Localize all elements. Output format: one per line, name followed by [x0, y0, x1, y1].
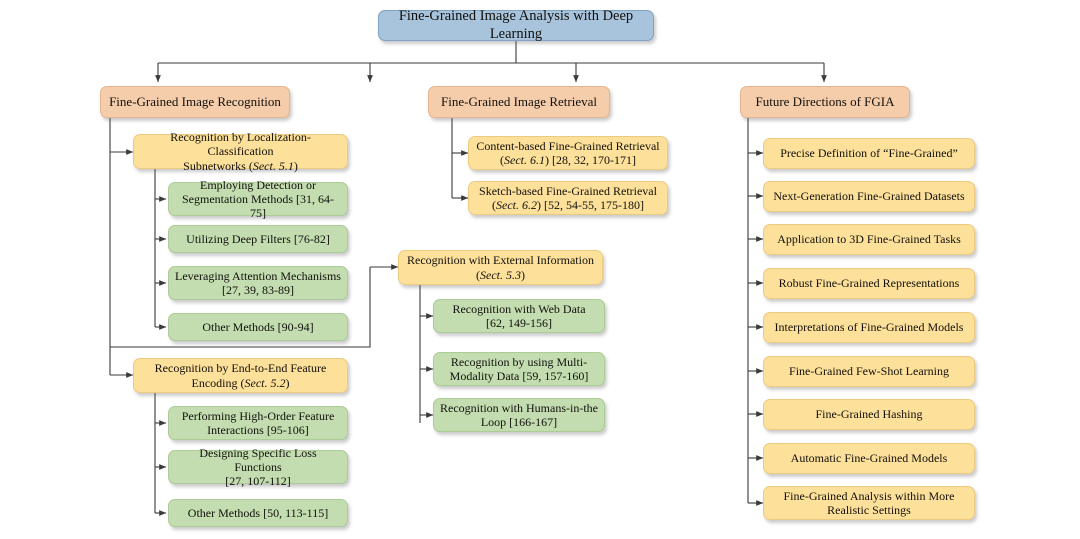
group-localization-classification[interactable]: Recognition by Localization-Classificati…	[133, 130, 348, 173]
leaf-line1: Sketch-based Fine-Grained Retrieval	[479, 183, 657, 198]
leaf-deep-filters[interactable]: Utilizing Deep Filters [76-82]	[168, 225, 348, 253]
leaf-specific-loss-functions[interactable]: Designing Specific Loss Functions [27, 1…	[168, 446, 348, 488]
leaf-line1: Recognition with Web Data	[452, 301, 586, 316]
leaf-line1: Leveraging Attention Mechanisms	[175, 268, 341, 283]
leaf-attention-mechanisms[interactable]: Leveraging Attention Mechanisms [27, 39,…	[168, 266, 348, 300]
group-end-to-end-encoding-line1: Recognition by End-to-End Feature	[154, 361, 327, 376]
branch-retrieval[interactable]: Fine-Grained Image Retrieval	[428, 86, 610, 118]
leaf-line2: Segmentation Methods [31, 64-75]	[182, 191, 334, 221]
leaf-other-methods-50-113-115[interactable]: Other Methods [50, 113-115]	[168, 499, 348, 527]
branch-recognition[interactable]: Fine-Grained Image Recognition	[100, 86, 290, 118]
leaf-line1: Designing Specific Loss Functions	[199, 445, 317, 474]
leaf-next-gen-datasets[interactable]: Next-Generation Fine-Grained Datasets	[763, 181, 975, 212]
leaf-line1: Automatic Fine-Grained Models	[790, 451, 948, 466]
leaf-line1: Employing Detection or	[200, 177, 316, 192]
leaf-line1: Application to 3D Fine-Grained Tasks	[777, 232, 961, 247]
leaf-interpretations[interactable]: Interpretations of Fine-Grained Models	[763, 312, 975, 343]
leaf-line2: Loop [166-167]	[480, 415, 558, 429]
branch-future[interactable]: Future Directions of FGIA	[740, 86, 910, 118]
branch-retrieval-label: Fine-Grained Image Retrieval	[441, 94, 597, 110]
leaf-line1: Performing High-Order Feature	[181, 408, 335, 423]
leaf-detection-segmentation[interactable]: Employing Detection or Segmentation Meth…	[168, 178, 348, 220]
leaf-line2: [62, 149-156]	[486, 316, 552, 330]
leaf-line1: Fine-Grained Few-Shot Learning	[789, 364, 949, 379]
leaf-robust-representations[interactable]: Robust Fine-Grained Representations	[763, 268, 975, 299]
leaf-line2: [27, 107-112]	[225, 474, 291, 489]
group-end-to-end-encoding-line2: Encoding (Sect. 5.2)	[191, 375, 290, 390]
leaf-line2: Interactions [95-106]	[207, 423, 309, 437]
root-node[interactable]: Fine-Grained Image Analysis with Deep Le…	[378, 8, 654, 42]
leaf-few-shot-learning[interactable]: Fine-Grained Few-Shot Learning	[763, 356, 975, 387]
leaf-line2: Modality Data [59, 157-160]	[449, 369, 589, 383]
leaf-line2: Realistic Settings	[827, 503, 911, 517]
leaf-line1: Other Methods [90-94]	[202, 319, 314, 334]
leaf-line2: (Sect. 6.1) [28, 32, 170-171]	[500, 153, 636, 167]
branch-recognition-label: Fine-Grained Image Recognition	[109, 94, 281, 110]
leaf-sketch-based-retrieval[interactable]: Sketch-based Fine-Grained Retrieval (Sec…	[468, 181, 668, 215]
leaf-line1: Fine-Grained Hashing	[815, 407, 923, 422]
leaf-humans-in-the-loop[interactable]: Recognition with Humans-in-the Loop [166…	[433, 398, 605, 432]
leaf-automatic-models[interactable]: Automatic Fine-Grained Models	[763, 443, 975, 474]
leaf-line1: Robust Fine-Grained Representations	[778, 276, 960, 291]
leaf-line1: Recognition by using Multi-	[450, 354, 588, 369]
group-end-to-end-encoding[interactable]: Recognition by End-to-End Feature Encodi…	[133, 358, 348, 393]
leaf-web-data[interactable]: Recognition with Web Data [62, 149-156]	[433, 299, 605, 333]
leaf-other-methods-90-94[interactable]: Other Methods [90-94]	[168, 313, 348, 341]
group-external-information[interactable]: Recognition with External Information (S…	[398, 250, 603, 285]
leaf-realistic-settings[interactable]: Fine-Grained Analysis within More Realis…	[763, 486, 975, 520]
leaf-line2: (Sect. 6.2) [52, 54-55, 175-180]	[492, 198, 644, 212]
leaf-line1: Content-based Fine-Grained Retrieval	[476, 138, 660, 153]
leaf-line1: Precise Definition of “Fine-Grained”	[780, 146, 958, 161]
leaf-line1: Interpretations of Fine-Grained Models	[774, 320, 964, 335]
group-localization-classification-line2: Subnetworks (Sect. 5.1)	[183, 158, 298, 173]
group-external-information-line1: Recognition with External Information	[407, 253, 594, 268]
root-label: Fine-Grained Image Analysis with Deep Le…	[398, 8, 634, 42]
leaf-line1: Next-Generation Fine-Grained Datasets	[773, 189, 965, 204]
group-localization-classification-line1: Recognition by Localization-Classificati…	[170, 130, 311, 159]
leaf-line2: [27, 39, 83-89]	[222, 283, 294, 297]
group-external-information-line2: (Sect. 5.3)	[476, 267, 525, 282]
leaf-hashing[interactable]: Fine-Grained Hashing	[763, 399, 975, 430]
leaf-3d-tasks[interactable]: Application to 3D Fine-Grained Tasks	[763, 224, 975, 255]
branch-future-label: Future Directions of FGIA	[755, 94, 895, 110]
leaf-content-based-retrieval[interactable]: Content-based Fine-Grained Retrieval (Se…	[468, 136, 668, 170]
leaf-line1: Recognition with Humans-in-the	[440, 400, 598, 415]
leaf-line1: Fine-Grained Analysis within More	[783, 488, 955, 503]
leaf-high-order-interactions[interactable]: Performing High-Order Feature Interactio…	[168, 406, 348, 440]
leaf-line1: Utilizing Deep Filters [76-82]	[186, 231, 330, 246]
leaf-multi-modality-data[interactable]: Recognition by using Multi- Modality Dat…	[433, 352, 605, 386]
leaf-line1: Other Methods [50, 113-115]	[187, 505, 329, 520]
leaf-precise-definition[interactable]: Precise Definition of “Fine-Grained”	[763, 138, 975, 169]
